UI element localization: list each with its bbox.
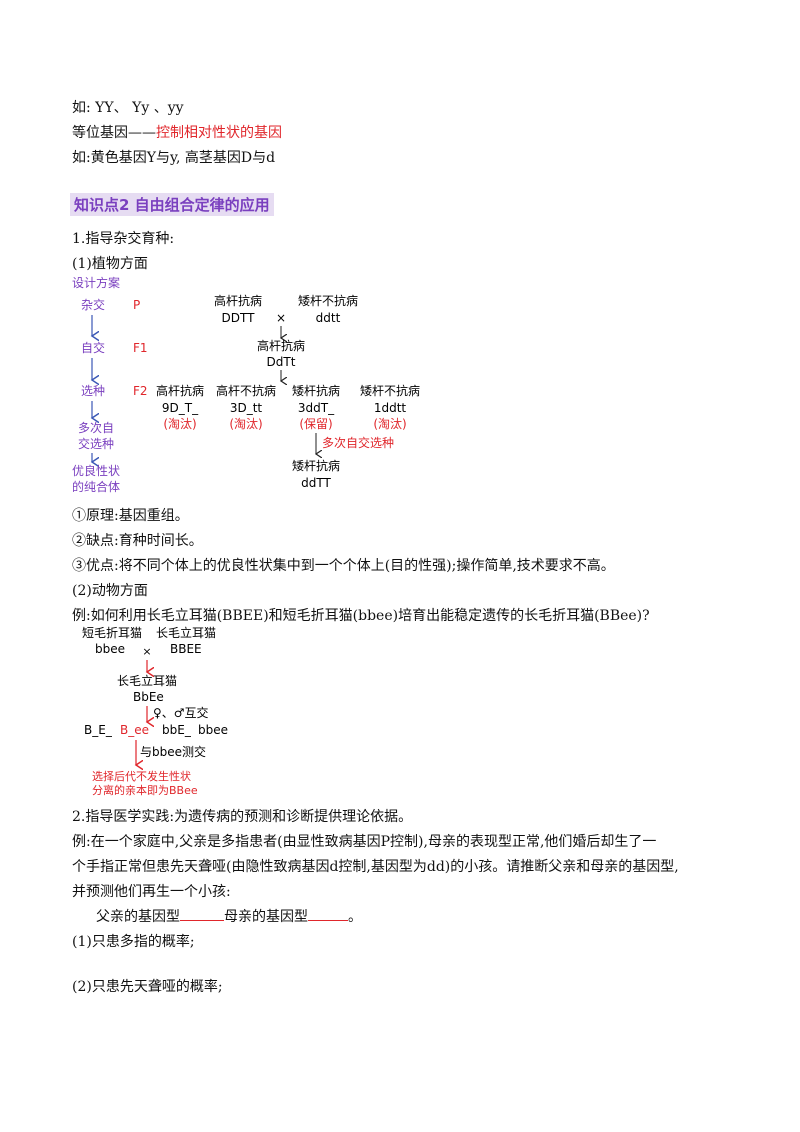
- f2-1-note: (淘汰): [163, 417, 196, 431]
- result-line-1: 选择后代不发生性状: [92, 769, 191, 783]
- final-genotype: ddTT: [301, 476, 331, 490]
- father-genotype-blank[interactable]: [180, 906, 224, 921]
- f2-2-genotype: 3D_tt: [230, 401, 263, 415]
- allele-example: 如:黄色基因Y与y, 高茎基因D与d: [72, 150, 276, 166]
- section-heading-text: 知识点2 自由组合定律的应用: [74, 196, 270, 214]
- point-1-title: 1.指导杂交育种:: [72, 231, 175, 247]
- principle: ①原理:基因重组。: [72, 508, 189, 524]
- section-heading: 知识点2 自由组合定律的应用: [70, 193, 274, 216]
- point-2-title: 2.指导医学实践:为遗传病的预测和诊断提供理论依据。: [72, 809, 413, 825]
- step-repeat-2: 交选种: [78, 436, 114, 451]
- f2-3-genotype: 3ddT_: [298, 401, 335, 415]
- p2-name: 矮杆不抗病: [298, 293, 358, 308]
- p1-genotype: DDTT: [222, 311, 256, 325]
- a2-genotype: BBEE: [170, 642, 202, 656]
- allele-definition: 等位基因——控制相对性状的基因: [72, 122, 282, 142]
- f2-3-note: (保留): [299, 417, 332, 431]
- step-select: 选种: [81, 384, 105, 398]
- f2-1-genotype: 9D_T_: [162, 401, 199, 415]
- drawback: ②缺点:育种时间长。: [72, 533, 203, 549]
- design-label: 设计方案: [72, 275, 120, 290]
- advantage: ③优点:将不同个体上的优良性状集中到一个个体上(目的性强);操作简单,技术要求不…: [72, 558, 615, 574]
- p2-genotype: ddtt: [316, 311, 341, 325]
- gen-f2: F2: [133, 384, 148, 398]
- question-2: (2)只患先天聋哑的概率;: [72, 979, 223, 995]
- f1-genotype: DdTt: [267, 355, 296, 369]
- a2-name: 长毛立耳猫: [156, 625, 216, 640]
- f2-4-name: 矮杆不抗病: [360, 383, 420, 398]
- question-1: (1)只患多指的概率;: [72, 934, 195, 950]
- p1-name: 高杆抗病: [214, 293, 262, 308]
- gen-f1: F1: [133, 341, 148, 355]
- medical-example-2: 个手指正常但患先天聋哑(由隐性致病基因d控制,基因型为dd)的小孩。请推断父亲和…: [72, 859, 679, 875]
- step-cross: 杂交: [81, 297, 105, 312]
- a-f2-2: B_ee: [120, 723, 149, 737]
- father-genotype-label: 父亲的基因型: [96, 909, 180, 925]
- a1-genotype: bbee: [95, 642, 125, 656]
- a-cross-sign: ×: [142, 645, 151, 658]
- mother-genotype-label: 母亲的基因型: [224, 909, 308, 925]
- medical-example-1: 例:在一个家庭中,父亲是多指患者(由显性致病基因P控制),母亲的表现型正常,他们…: [72, 834, 657, 850]
- example-genotypes: 如: YY、 Yy 、yy: [72, 100, 184, 116]
- f2-4-note: (淘汰): [373, 417, 406, 431]
- result-line-2: 分离的亲本即为BBee: [92, 783, 198, 797]
- plant-subtitle: (1)植物方面: [72, 256, 148, 272]
- a-f1-genotype: BbEe: [133, 690, 164, 704]
- animal-subtitle: (2)动物方面: [72, 583, 148, 599]
- step-result-1: 优良性状: [72, 463, 120, 478]
- a-f2-1: B_E_: [84, 723, 113, 737]
- f2-2-note: (淘汰): [229, 417, 262, 431]
- a1-name: 短毛折耳猫: [82, 625, 142, 640]
- f2-4-genotype: 1ddtt: [374, 401, 407, 415]
- testcross-label: 与bbee测交: [140, 744, 206, 759]
- a-f2-3: bbE_: [162, 723, 192, 737]
- f2-2-name: 高杆不抗病: [216, 383, 276, 398]
- step-result-2: 的纯合体: [72, 479, 120, 494]
- animal-question: 例:如何利用长毛立耳猫(BBEE)和短毛折耳猫(bbee)培育出能稳定遗传的长毛…: [72, 608, 650, 624]
- genotype-question: 父亲的基因型 母亲的基因型 。: [96, 906, 362, 926]
- mother-genotype-blank[interactable]: [308, 906, 348, 921]
- repeat-label: 多次自交选种: [322, 435, 394, 450]
- medical-example-3: 并预测他们再生一个小孩:: [72, 884, 231, 900]
- a-f1-name: 长毛立耳猫: [117, 673, 177, 688]
- a-f2-4: bbee: [198, 723, 228, 737]
- step-repeat-1: 多次自: [78, 421, 114, 435]
- step-self: 自交: [81, 340, 105, 355]
- allele-term: 等位基因——: [72, 125, 156, 141]
- f2-1-name: 高杆抗病: [156, 383, 204, 398]
- p-cross-sign: ×: [276, 311, 286, 325]
- intercross-label: ♀、♂互交: [153, 705, 209, 720]
- final-name: 矮杆抗病: [292, 458, 340, 473]
- allele-definition-red: 控制相对性状的基因: [156, 125, 282, 141]
- plant-breeding-diagram: 设计方案 杂交 自交 选种 多次自 交选种 优良性状 的纯合体 P F1 F2 …: [72, 275, 420, 494]
- animal-breeding-diagram: 短毛折耳猫 bbee × 长毛立耳猫 BBEE 长毛立耳猫 BbEe ♀、♂互交…: [82, 625, 228, 797]
- gen-p: P: [133, 298, 140, 312]
- f1-name: 高杆抗病: [257, 338, 305, 353]
- f2-3-name: 矮杆抗病: [292, 383, 340, 398]
- period: 。: [348, 909, 362, 925]
